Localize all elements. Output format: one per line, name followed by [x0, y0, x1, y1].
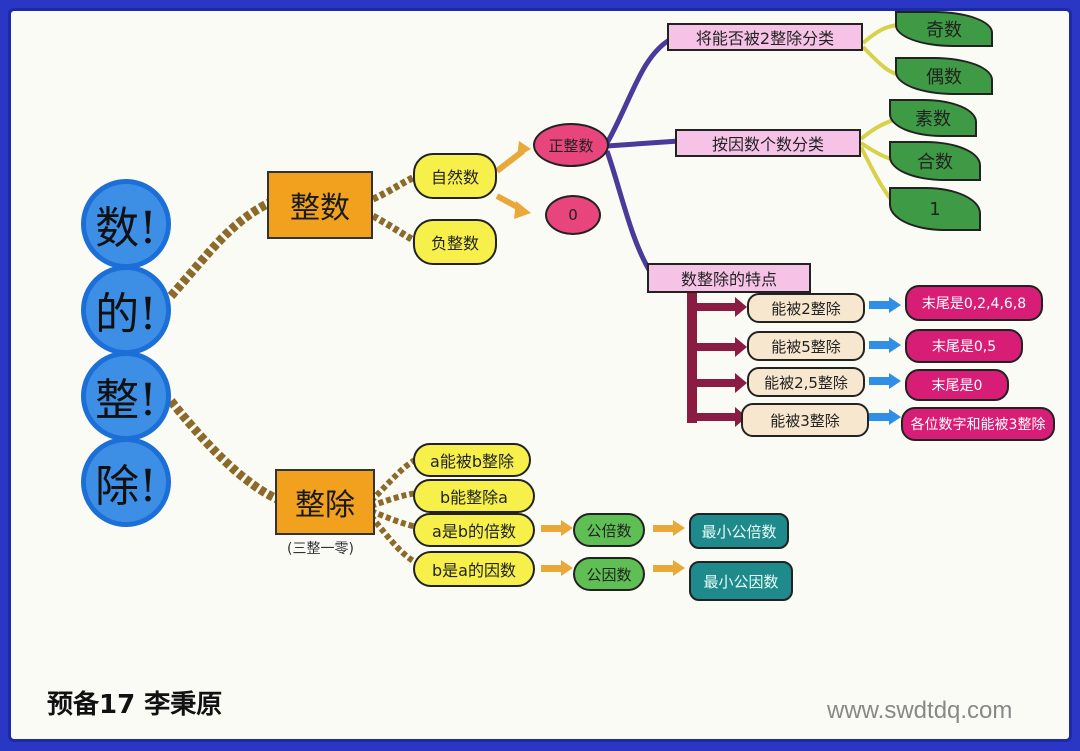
rope-to-integer	[167, 196, 275, 299]
title-char-shu: 数!	[81, 179, 171, 269]
rope-negative	[371, 212, 417, 245]
composite-leaf: 合数	[889, 141, 981, 181]
rule-label-1: 能被5整除	[747, 331, 865, 361]
natural-number-node: 自然数	[413, 153, 497, 199]
title-char-zheng: 整!	[81, 351, 171, 441]
divide-item-2: a是b的倍数	[413, 513, 535, 547]
rule-label-2: 能被2,5整除	[747, 367, 865, 397]
gcf-node: 最小公因数	[689, 561, 793, 601]
title-char-de: 的!	[81, 265, 171, 355]
rope-to-divide	[167, 398, 289, 508]
classify-by-factors-node: 按因数个数分类	[675, 129, 861, 157]
mind-map-paper: 数! 的! 整! 除! 整数 自然数 负整数 正整数 0 将能否被2整除分类 奇…	[8, 8, 1072, 742]
zero-node: 0	[545, 195, 601, 235]
rule-label-3: 能被3整除	[741, 403, 869, 437]
title-char-chu: 除!	[81, 437, 171, 527]
integer-node: 整数	[267, 171, 373, 239]
rule-label-0: 能被2整除	[747, 293, 865, 323]
features-title-node: 数整除的特点	[647, 263, 811, 293]
rule-result-0: 末尾是0,2,4,6,8	[905, 285, 1043, 321]
rope-natural	[371, 172, 419, 203]
connector-lines	[167, 23, 902, 576]
divide-item-3: b是a的因数	[413, 551, 535, 587]
common-factor-node: 公因数	[573, 557, 645, 591]
divide-node: 整除	[275, 469, 375, 535]
site-watermark: www.swdtdq.com	[827, 697, 1013, 724]
positive-integer-node: 正整数	[533, 123, 609, 167]
negative-integer-node: 负整数	[413, 219, 497, 265]
divide-item-1: b能整除a	[413, 479, 535, 513]
common-multiple-node: 公倍数	[573, 513, 645, 547]
author-label: 预备17 李秉原	[47, 690, 223, 720]
divide-item-0: a能被b整除	[413, 443, 531, 477]
divide-subtitle: (三整一零)	[287, 541, 354, 557]
lcm-node: 最小公倍数	[689, 513, 789, 549]
classify-by-2-node: 将能否被2整除分类	[667, 23, 863, 51]
rule-result-1: 末尾是0,5	[905, 329, 1023, 363]
rule-result-3: 各位数字和能被3整除	[901, 407, 1055, 441]
rule-result-2: 末尾是0	[905, 369, 1009, 401]
